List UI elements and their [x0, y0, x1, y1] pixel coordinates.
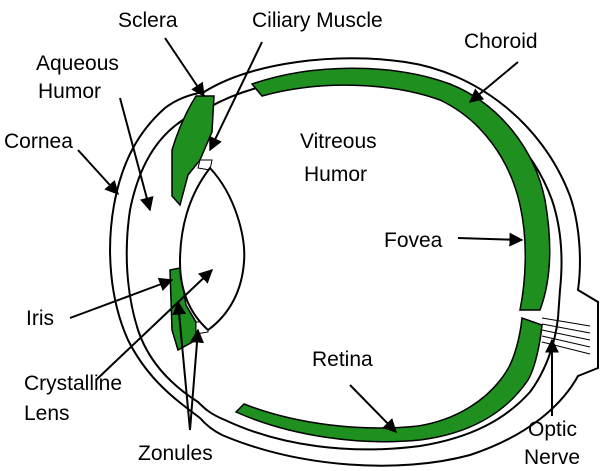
label-vitreous-humor-2: Humor: [304, 163, 367, 186]
label-zonules: Zonules: [138, 442, 213, 465]
label-aqueous-humor-1: Aqueous: [36, 52, 119, 75]
label-fovea: Fovea: [384, 229, 443, 252]
label-crystalline-lens-1: Crystalline: [24, 372, 122, 395]
label-optic-nerve-1: Optic: [528, 418, 577, 441]
arrow-cornea: [78, 150, 118, 194]
arrow-sclera: [165, 38, 204, 96]
label-retina: Retina: [312, 348, 373, 371]
label-sclera: Sclera: [118, 9, 178, 32]
label-choroid: Choroid: [464, 30, 538, 53]
label-iris: Iris: [26, 307, 54, 330]
label-ciliary-muscle: Ciliary Muscle: [252, 9, 383, 32]
label-cornea: Cornea: [4, 130, 73, 153]
arrow-choroid: [470, 62, 518, 102]
label-crystalline-lens-2: Lens: [24, 402, 70, 425]
label-vitreous-humor-1: Vitreous: [300, 130, 377, 153]
label-aqueous-humor-2: Humor: [38, 80, 101, 103]
label-optic-nerve-2: Nerve: [524, 446, 580, 469]
